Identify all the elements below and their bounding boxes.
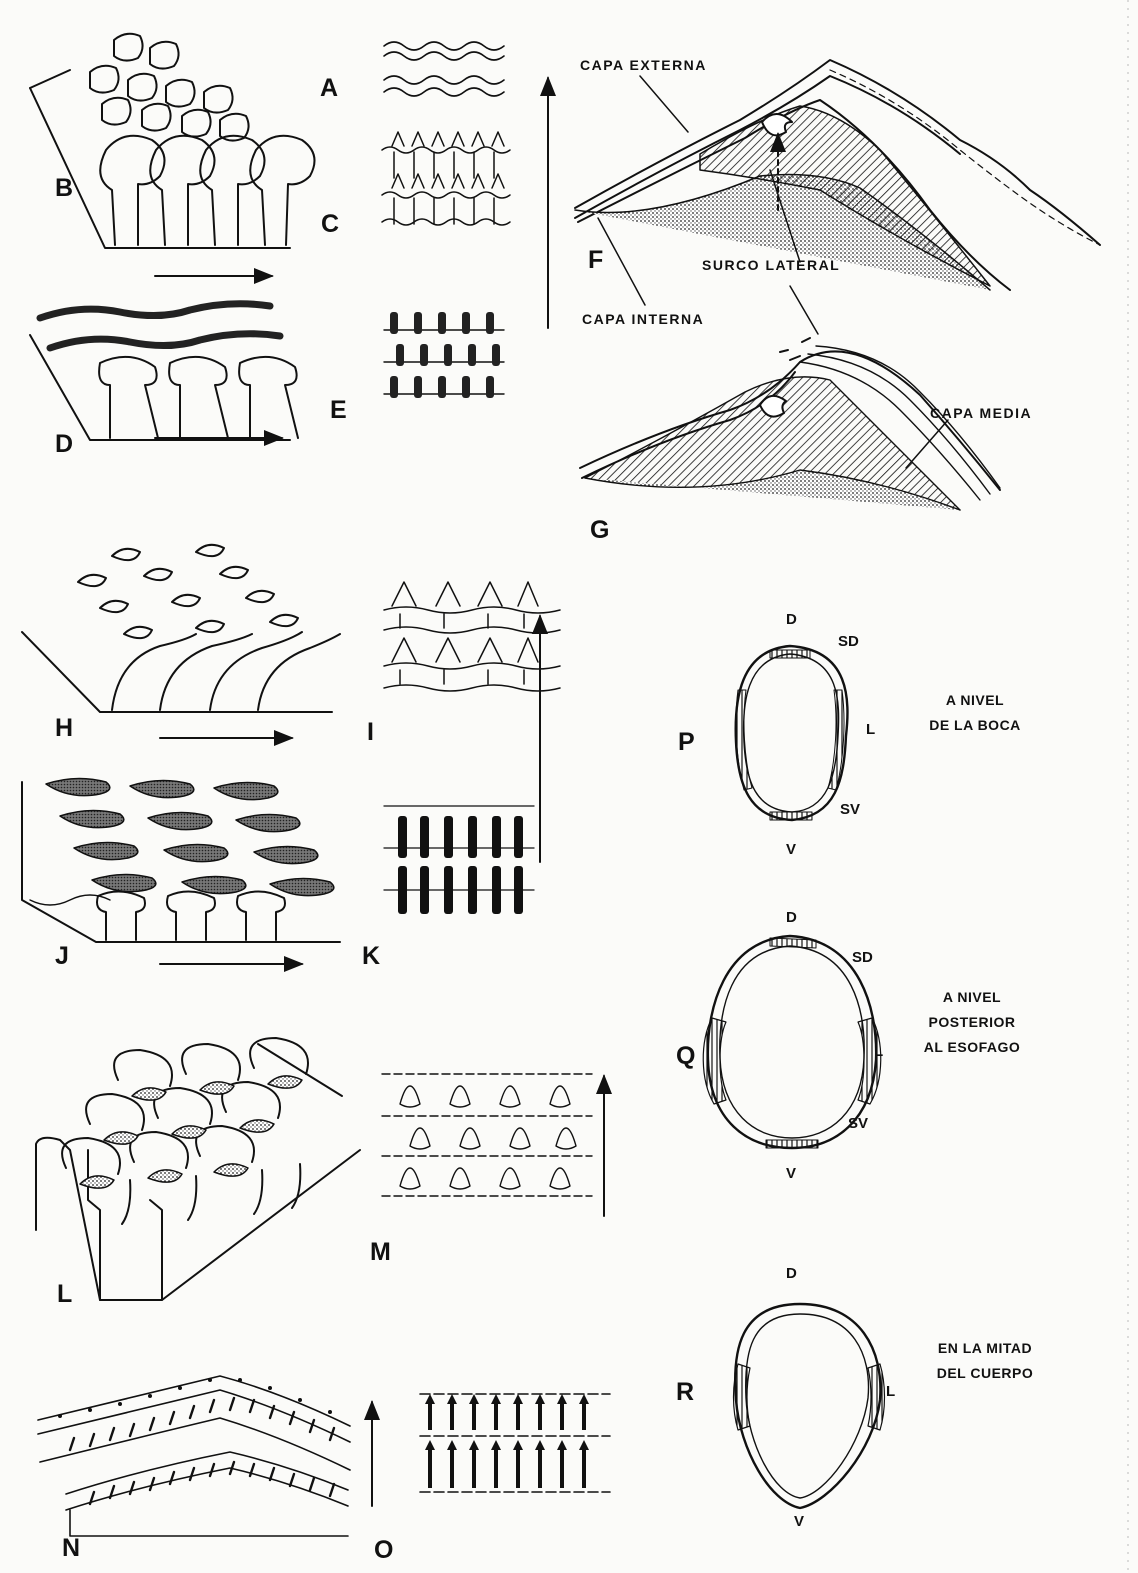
panel-letter-k: K (362, 944, 380, 969)
panel-letter-c: C (321, 212, 339, 237)
drawing-O (420, 1394, 610, 1492)
drawing-E (384, 312, 504, 398)
panel-letter-m: M (370, 1240, 391, 1265)
drawing-A (384, 42, 504, 96)
drawing-N (38, 1376, 350, 1536)
panel-letter-r: R (676, 1380, 694, 1405)
label-q-subventral: SV (848, 1116, 868, 1131)
drawing-D (30, 304, 298, 440)
leader-surco-lateral-G (790, 286, 818, 334)
label-r-dorsal: D (786, 1266, 797, 1281)
drawing-L (36, 1038, 360, 1300)
note-section-r: EN LA MITAD DEL CUERPO (920, 1336, 1050, 1386)
drawing-I (384, 582, 560, 691)
label-p-dorsal: D (786, 612, 797, 627)
drawing-C (382, 132, 510, 225)
drawing-M (382, 1074, 592, 1196)
label-surco-lateral: SURCO LATERAL (702, 258, 840, 272)
note-r-line-1: EN LA MITAD (920, 1336, 1050, 1361)
drawing-P (736, 646, 848, 820)
label-p-ventral: V (786, 842, 796, 857)
drawing-K (384, 806, 534, 914)
note-p-line-1: A NIVEL (920, 688, 1030, 713)
note-r-line-2: DEL CUERPO (920, 1361, 1050, 1386)
drawing-B (30, 34, 315, 248)
panel-letter-i: I (367, 720, 374, 745)
note-section-q: A NIVEL POSTERIOR AL ESOFAGO (912, 985, 1032, 1060)
panel-letter-q: Q (676, 1044, 695, 1069)
leader-capa-interna (598, 218, 645, 305)
label-p-lateral: L (866, 722, 875, 737)
note-p-line-2: DE LA BOCA (920, 713, 1030, 738)
label-capa-interna: CAPA INTERNA (582, 312, 704, 326)
panel-letter-j: J (55, 944, 69, 969)
drawing-H (22, 545, 340, 712)
panel-letter-l: L (57, 1282, 72, 1307)
label-q-subdorsal: SD (852, 950, 873, 965)
drawing-G (580, 338, 1000, 510)
label-q-dorsal: D (786, 910, 797, 925)
panel-letter-e: E (330, 398, 347, 423)
drawing-F (575, 60, 1100, 290)
panel-letter-h: H (55, 716, 73, 741)
panel-letter-a: A (320, 76, 338, 101)
drawing-J (22, 778, 340, 942)
panel-letter-b: B (55, 176, 73, 201)
label-capa-media: CAPA MEDIA (930, 406, 1032, 420)
panel-letter-d: D (55, 432, 73, 457)
label-r-ventral: V (794, 1514, 804, 1529)
note-q-line-3: AL ESOFAGO (912, 1035, 1032, 1060)
panel-letter-f: F (588, 248, 603, 273)
panel-letter-p: P (678, 730, 695, 755)
label-q-lateral: L (874, 1044, 883, 1059)
label-p-subdorsal: SD (838, 634, 859, 649)
leader-capa-media (906, 420, 948, 468)
note-q-line-1: A NIVEL (912, 985, 1032, 1010)
note-q-line-2: POSTERIOR (912, 1010, 1032, 1035)
label-q-ventral: V (786, 1166, 796, 1181)
leader-capa-externa (640, 76, 688, 132)
panel-letter-g: G (590, 518, 609, 543)
panel-letter-n: N (62, 1536, 80, 1561)
label-capa-externa: CAPA EXTERNA (580, 58, 707, 72)
label-p-subventral: SV (840, 802, 860, 817)
label-r-lateral: L (886, 1384, 895, 1399)
drawing-R (734, 1304, 885, 1508)
note-section-p: A NIVEL DE LA BOCA (920, 688, 1030, 738)
panel-letter-o: O (374, 1538, 393, 1563)
